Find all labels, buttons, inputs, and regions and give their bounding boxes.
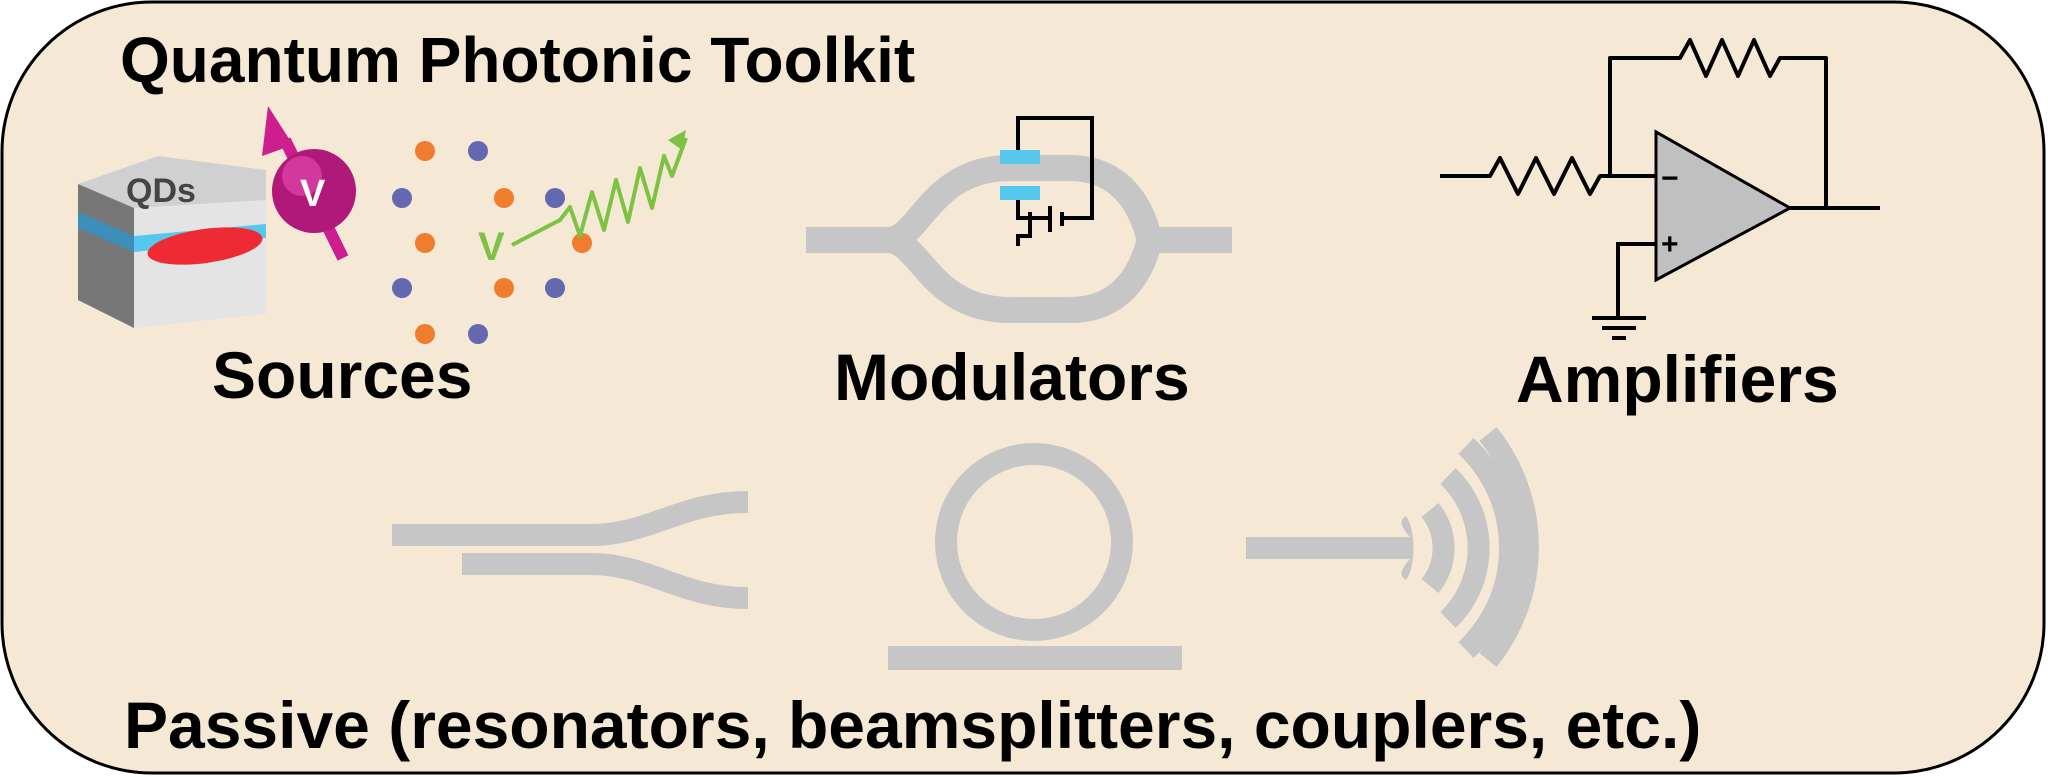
emitter-label: V (478, 225, 505, 269)
grating-arc-2 (1440, 468, 1490, 628)
lattice-dot (572, 233, 592, 253)
amplifiers-label: Amplifiers (1516, 342, 1839, 416)
lattice-dot (494, 278, 514, 298)
lattice-dot (545, 188, 565, 208)
grating-arc-3 (1458, 437, 1522, 659)
feedback-resistor-icon (1608, 38, 1828, 208)
lattice-dot (415, 233, 435, 253)
lattice-dot (392, 188, 412, 208)
sources-label: Sources (212, 338, 472, 412)
chip-layer-side (78, 212, 134, 252)
diagram-title: Quantum Photonic Toolkit (120, 24, 915, 96)
grating-coupler-taper (1401, 516, 1414, 580)
beamsplitter-upper-waveguide (392, 491, 749, 546)
lattice-dot (392, 278, 412, 298)
photon-wave-icon (511, 137, 688, 247)
lattice-dot (415, 324, 435, 344)
spin-sphere-highlight (282, 156, 322, 196)
bias-circuit-wire (1016, 116, 1094, 220)
chip-front-face (134, 200, 266, 328)
passive-label: Passive (resonators, beamsplitters, coup… (124, 688, 1701, 762)
passive-group: Passive (resonators, beamsplitters, coup… (124, 427, 1701, 762)
opamp-triangle-icon (1654, 129, 1794, 283)
grating-arc-1 (1421, 503, 1455, 593)
photon-arrowhead (668, 130, 686, 150)
bias-circuit-wire-lower (1016, 200, 1032, 246)
quantum-dot-chip-icon: QDs (78, 156, 266, 328)
amplifiers-group: − + Amplifiers (1440, 38, 1880, 416)
lattice-dot (468, 324, 488, 344)
grating-arc-4 (1479, 427, 1539, 667)
qd-label: QDs (126, 172, 196, 210)
electrode-bottom (1000, 186, 1040, 200)
inverting-input-sign: − (1661, 162, 1679, 195)
spin-icon: V (262, 106, 356, 261)
sources-group: QDs V V Sources (78, 106, 688, 412)
lattice-dot (494, 188, 514, 208)
lattice-dot (468, 141, 488, 161)
ring-bus-waveguide (888, 646, 1182, 670)
ground-wire (1616, 242, 1656, 318)
modulators-label: Modulators (834, 340, 1190, 414)
laser-spot (147, 227, 263, 265)
lattice-dot (545, 278, 565, 298)
grating-coupler-waveguide (1246, 537, 1412, 559)
spin-label: V (300, 173, 326, 215)
electrode-top (1000, 150, 1040, 164)
mzi-waveguide (806, 155, 1232, 323)
ring-resonator (935, 443, 1133, 641)
input-resistor-icon (1440, 156, 1656, 196)
spin-arrow-head (262, 106, 293, 156)
beamsplitter-lower-waveguide (462, 553, 749, 609)
defect-lattice (392, 141, 592, 344)
lattice-dot (415, 141, 435, 161)
modulators-group: Modulators (806, 116, 1232, 414)
noninverting-input-sign: + (1661, 228, 1679, 261)
